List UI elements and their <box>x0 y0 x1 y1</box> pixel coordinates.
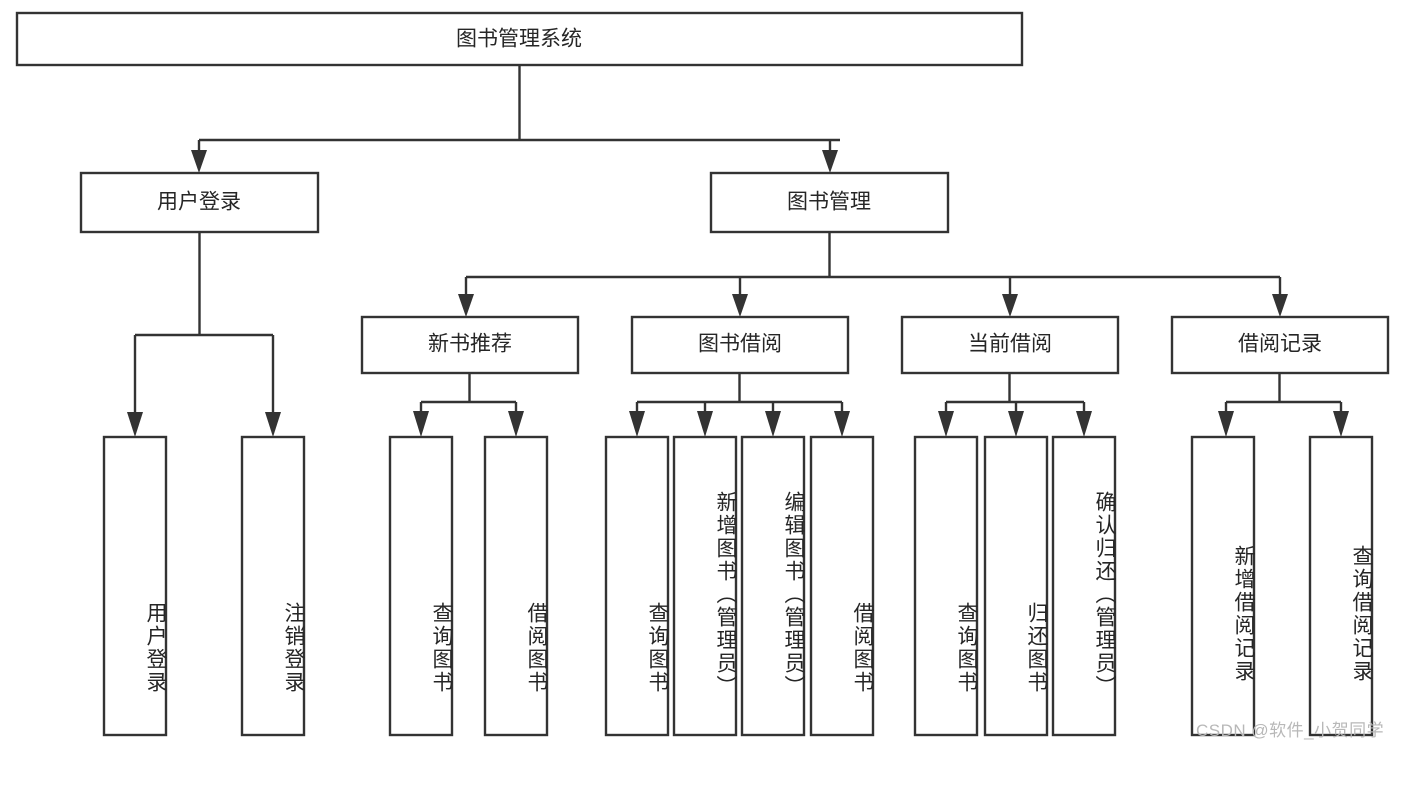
node-user-login-rect[interactable] <box>79 171 320 234</box>
diagram-svg: 图书管理系统 用户登录 图书管理 新书推荐 图书借阅 当前借阅 借阅记录 <box>15 11 1390 737</box>
arrow-head-leaf-query-record <box>1333 411 1349 437</box>
leaf-edit-book-rect[interactable] <box>740 435 806 737</box>
edges-current-borrow-to-leaves <box>938 373 1092 437</box>
arrow-head-leaf-query-book-2 <box>629 411 645 437</box>
arrow-head-book-manage <box>822 150 838 173</box>
node-root-rect[interactable] <box>15 11 1024 67</box>
leaf-confirm-return-rect[interactable] <box>1051 435 1117 737</box>
node-book-manage-rect[interactable] <box>709 171 950 234</box>
node-borrow-record[interactable]: 借阅记录 <box>1170 315 1390 375</box>
arrow-head-book-borrow <box>732 294 748 317</box>
node-book-manage-label: 图书管理 <box>787 191 871 214</box>
leaf-borrow-book-2-rect[interactable] <box>809 435 875 737</box>
leaf-user-login-rect[interactable] <box>102 435 168 737</box>
edges-book-borrow-to-leaves <box>629 373 850 437</box>
leaf-return-book-rect[interactable] <box>983 435 1049 737</box>
arrow-head-leaf-edit-book <box>765 411 781 437</box>
leaf-user-logout-rect[interactable] <box>240 435 306 737</box>
arrow-head-leaf-query-book-1 <box>413 411 429 437</box>
arrow-head-new-book-rec <box>458 294 474 317</box>
leaf-query-book-2-rect[interactable] <box>604 435 670 737</box>
arrow-head-leaf-return-book <box>1008 411 1024 437</box>
arrow-head-leaf-add-book <box>697 411 713 437</box>
arrow-head-leaf-user-login <box>127 412 143 437</box>
node-book-borrow-label: 图书借阅 <box>698 333 782 356</box>
tree-diagram-canvas: 图书管理系统 用户登录 图书管理 新书推荐 图书借阅 当前借阅 借阅记录 <box>15 11 1390 740</box>
leaf-add-book-rect[interactable] <box>672 435 738 737</box>
arrow-head-user-login <box>191 150 207 173</box>
node-book-borrow-rect[interactable] <box>630 315 850 375</box>
arrow-head-leaf-query-book-3 <box>938 411 954 437</box>
arrow-head-leaf-borrow-book-2 <box>834 411 850 437</box>
node-new-book-rec-label: 新书推荐 <box>428 333 512 356</box>
node-new-book-rec-rect[interactable] <box>360 315 580 375</box>
leaf-query-book-3-rect[interactable] <box>913 435 979 737</box>
node-root[interactable]: 图书管理系统 <box>15 11 1024 67</box>
arrow-head-borrow-record <box>1272 294 1288 317</box>
leaf-query-record-rect[interactable] <box>1308 435 1374 737</box>
edges-root-to-level2 <box>191 65 840 173</box>
node-current-borrow[interactable]: 当前借阅 <box>900 315 1120 375</box>
node-user-login[interactable]: 用户登录 <box>79 171 320 234</box>
leaf-query-book-1-rect[interactable] <box>388 435 454 737</box>
csdn-watermark: CSDN @软件_小贺同学 <box>1196 721 1385 740</box>
node-current-borrow-label: 当前借阅 <box>968 333 1052 356</box>
arrow-head-leaf-confirm-return <box>1076 411 1092 437</box>
arrow-head-leaf-user-logout <box>265 412 281 437</box>
node-book-borrow[interactable]: 图书借阅 <box>630 315 850 375</box>
node-current-borrow-rect[interactable] <box>900 315 1120 375</box>
node-user-login-label: 用户登录 <box>157 191 241 214</box>
arrow-head-leaf-borrow-book-1 <box>508 411 524 437</box>
leaf-borrow-book-1-rect[interactable] <box>483 435 549 737</box>
arrow-head-current-borrow <box>1002 294 1018 317</box>
edges-borrow-record-to-leaves <box>1218 373 1349 437</box>
edges-new-book-rec-to-leaves <box>413 373 524 437</box>
node-borrow-record-rect[interactable] <box>1170 315 1390 375</box>
node-root-label: 图书管理系统 <box>456 28 582 51</box>
node-book-manage[interactable]: 图书管理 <box>709 171 950 234</box>
edges-user-login-to-leaves <box>127 232 281 437</box>
node-new-book-rec[interactable]: 新书推荐 <box>360 315 580 375</box>
edges-book-manage-to-level3 <box>458 232 1288 317</box>
leaf-add-record-rect[interactable] <box>1190 435 1256 737</box>
node-borrow-record-label: 借阅记录 <box>1238 333 1322 356</box>
leaf-boxes <box>102 435 1374 737</box>
arrow-head-leaf-add-record <box>1218 411 1234 437</box>
